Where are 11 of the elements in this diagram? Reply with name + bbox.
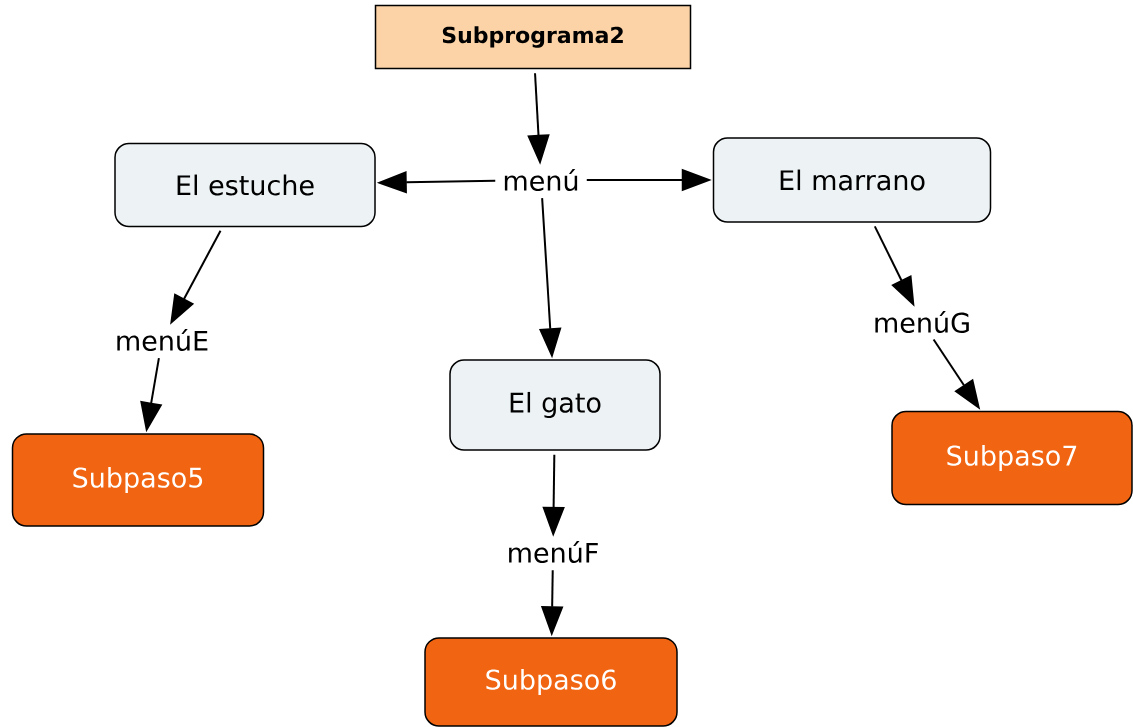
concept-box: Subpaso7	[891, 410, 1133, 506]
title-box: Subprograma2	[374, 4, 692, 70]
linking-phrase: menú	[504, 169, 578, 191]
concept-box: El marrano	[712, 137, 992, 223]
concept-box: Subpaso5	[11, 433, 265, 527]
linking-phrase: menúG	[875, 311, 969, 333]
concept-box: El gato	[449, 359, 661, 451]
concept-box: El estuche	[114, 142, 376, 228]
linking-phrase: menúF	[509, 541, 598, 563]
concept-box: Subpaso6	[424, 637, 678, 727]
linking-phrase: menúE	[117, 329, 208, 351]
